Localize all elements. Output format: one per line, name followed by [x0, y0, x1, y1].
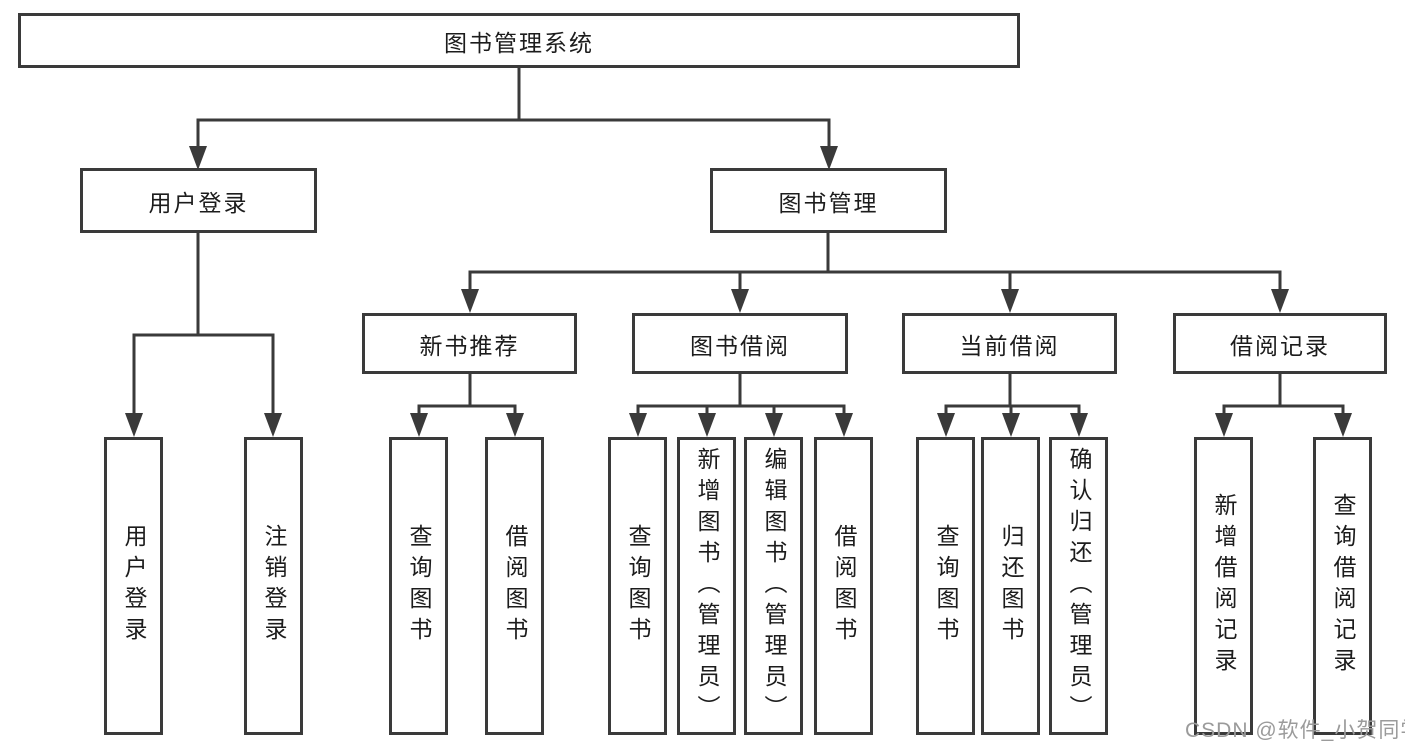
- node-label: 确认归还（管理员）: [1066, 446, 1092, 726]
- node-label: 图书管理: [778, 189, 879, 216]
- node-label: 编辑图书（管理员）: [761, 446, 787, 726]
- arrow-down-icon: [1070, 413, 1088, 437]
- node-label: 借阅图书: [502, 524, 528, 648]
- node-label: 新书推荐: [419, 332, 520, 359]
- node-label: 查询图书: [406, 524, 432, 648]
- arrow-down-icon: [506, 413, 524, 437]
- node-label: 借阅图书: [831, 524, 857, 648]
- arrow-down-icon: [835, 413, 853, 437]
- node-label: 借阅记录: [1230, 332, 1330, 359]
- arrow-down-icon: [1002, 413, 1020, 437]
- arrow-down-icon: [1271, 289, 1289, 313]
- leaf-query-books-borrow: 查询图书: [608, 437, 667, 735]
- node-user-login: 用户登录: [80, 168, 317, 233]
- leaf-add-borrow-record: 新增借阅记录: [1194, 437, 1253, 735]
- node-label: 当前借阅: [959, 332, 1060, 359]
- node-book-borrow: 图书借阅: [632, 313, 848, 374]
- arrow-down-icon: [937, 413, 955, 437]
- node-book-management: 图书管理: [710, 168, 947, 233]
- arrow-down-icon: [1001, 289, 1019, 313]
- node-label: 注销登录: [261, 524, 287, 648]
- node-label: 归还图书: [998, 524, 1024, 648]
- arrow-down-icon: [189, 146, 207, 170]
- connector-borrow-splitter: [636, 404, 846, 418]
- node-new-book-recommend: 新书推荐: [362, 313, 577, 374]
- node-label: 用户登录: [121, 524, 147, 648]
- arrow-down-icon: [765, 413, 783, 437]
- csdn-watermark: CSDN @软件_小贺同学: [1185, 719, 1405, 742]
- node-label: 图书管理系统: [444, 29, 594, 56]
- arrow-down-icon: [820, 146, 838, 170]
- connector-book-mgmt-splitter: [468, 270, 1282, 294]
- node-label: 图书借阅: [690, 332, 790, 359]
- leaf-add-book-admin: 新增图书（管理员）: [677, 437, 736, 735]
- node-label: 查询图书: [933, 524, 959, 648]
- leaf-query-books-current: 查询图书: [916, 437, 975, 735]
- node-label: 新增借阅记录: [1211, 493, 1237, 679]
- node-current-borrow: 当前借阅: [902, 313, 1117, 374]
- node-borrow-records: 借阅记录: [1173, 313, 1387, 374]
- arrow-down-icon: [1334, 413, 1352, 437]
- leaf-confirm-return-admin: 确认归还（管理员）: [1049, 437, 1108, 735]
- leaf-borrow-books-recommend: 借阅图书: [485, 437, 544, 735]
- node-root-system: 图书管理系统: [18, 13, 1020, 68]
- node-label: 用户登录: [148, 189, 249, 216]
- node-label: 新增图书（管理员）: [694, 446, 720, 726]
- leaf-query-borrow-record: 查询借阅记录: [1313, 437, 1372, 735]
- leaf-borrow-books: 借阅图书: [814, 437, 873, 735]
- node-label: 查询借阅记录: [1330, 493, 1356, 679]
- arrow-down-icon: [264, 413, 282, 437]
- arrow-down-icon: [698, 413, 716, 437]
- arrow-down-icon: [461, 289, 479, 313]
- arrow-down-icon: [629, 413, 647, 437]
- connector-user-login-splitter: [132, 333, 275, 417]
- connector-root-splitter: [196, 118, 831, 148]
- connector-records-splitter: [1222, 404, 1345, 418]
- arrow-down-icon: [1215, 413, 1233, 437]
- connector-recommend-splitter: [417, 404, 517, 418]
- arrowheads: [125, 146, 1352, 437]
- leaf-edit-book-admin: 编辑图书（管理员）: [744, 437, 803, 735]
- leaf-return-books: 归还图书: [981, 437, 1040, 735]
- arrow-down-icon: [125, 413, 143, 437]
- arrow-down-icon: [410, 413, 428, 437]
- arrow-down-icon: [731, 289, 749, 313]
- node-label: 查询图书: [625, 524, 651, 648]
- leaf-query-books-recommend: 查询图书: [389, 437, 448, 735]
- leaf-user-login: 用户登录: [104, 437, 163, 735]
- leaf-logout: 注销登录: [244, 437, 303, 735]
